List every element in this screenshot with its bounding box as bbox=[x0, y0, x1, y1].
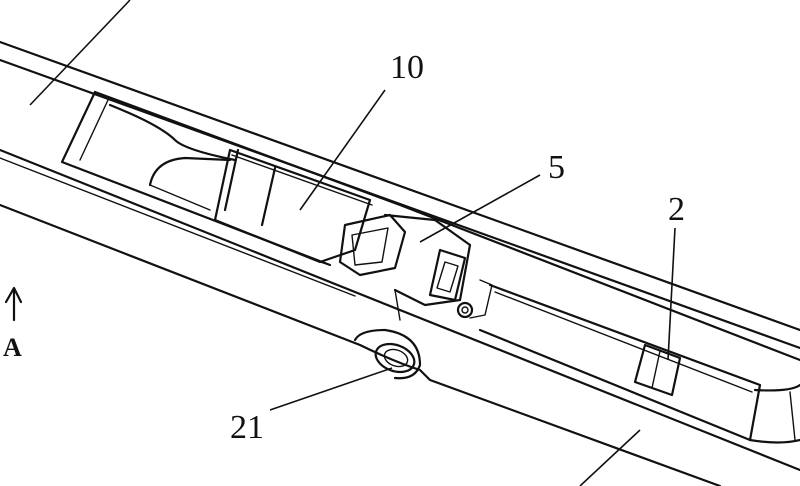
pivot-boss bbox=[353, 328, 422, 380]
rail-top-edge bbox=[0, 40, 800, 332]
right-cavity-outline bbox=[478, 283, 762, 442]
slider-block-face-line-1 bbox=[223, 148, 240, 212]
slider-block-corner bbox=[319, 261, 331, 266]
right-cavity-inner-line bbox=[494, 291, 753, 393]
component-10-slider-block bbox=[213, 148, 373, 266]
leader-top-left bbox=[29, 0, 131, 106]
leader-bottom-right bbox=[579, 429, 641, 486]
latch-right-body bbox=[428, 248, 467, 302]
rail-lower-inner-line bbox=[0, 157, 356, 297]
latch-left-body bbox=[338, 213, 407, 277]
rail-housing bbox=[0, 40, 800, 486]
latch-end-cap bbox=[469, 279, 493, 319]
label-a: A bbox=[3, 333, 22, 362]
leader-5 bbox=[419, 174, 541, 243]
pivot-hole-outer bbox=[374, 342, 416, 374]
label-2: 2 bbox=[668, 191, 685, 228]
leader-21 bbox=[269, 367, 393, 411]
right-end-divider bbox=[789, 391, 796, 441]
view-arrow-a bbox=[4, 286, 23, 322]
pocket-base-line bbox=[149, 184, 211, 211]
cavity-top-wall bbox=[93, 90, 800, 362]
component-5-latch bbox=[338, 213, 493, 321]
right-end-curve-top bbox=[753, 383, 800, 392]
latch-right-window bbox=[436, 261, 459, 293]
component-21-pivot bbox=[353, 328, 422, 380]
pocket-curve-top bbox=[108, 103, 237, 162]
label-10: 10 bbox=[390, 49, 424, 86]
leader-2 bbox=[667, 227, 676, 361]
leader-lines bbox=[29, 0, 676, 486]
label-5: 5 bbox=[548, 149, 565, 186]
view-arrow-head bbox=[4, 286, 23, 304]
right-end-curve-bottom bbox=[748, 438, 800, 444]
latch-housing bbox=[383, 213, 472, 307]
latch-screw-inner bbox=[461, 306, 469, 314]
pivot-hole-inner bbox=[383, 348, 409, 368]
slider-block-outline bbox=[213, 148, 372, 264]
rail-inner-floor-edge bbox=[0, 148, 800, 472]
leader-10 bbox=[299, 89, 386, 211]
slider-block-top-chamfer bbox=[231, 154, 373, 206]
right-cavity-section bbox=[478, 283, 800, 444]
latch-screw-outer bbox=[456, 301, 474, 319]
cavity-left-wall bbox=[60, 90, 332, 267]
channel-cavity bbox=[60, 90, 800, 362]
label-21: 21 bbox=[230, 409, 264, 446]
slider-block-face-line-2 bbox=[260, 166, 277, 227]
latch-left-window bbox=[351, 227, 389, 266]
rail-bottom-edge bbox=[0, 203, 722, 486]
cavity-left-inner-wall bbox=[79, 99, 109, 161]
component-2-block-line bbox=[651, 350, 661, 389]
pocket-curve-bottom bbox=[148, 156, 232, 187]
latch-divider bbox=[394, 289, 401, 321]
